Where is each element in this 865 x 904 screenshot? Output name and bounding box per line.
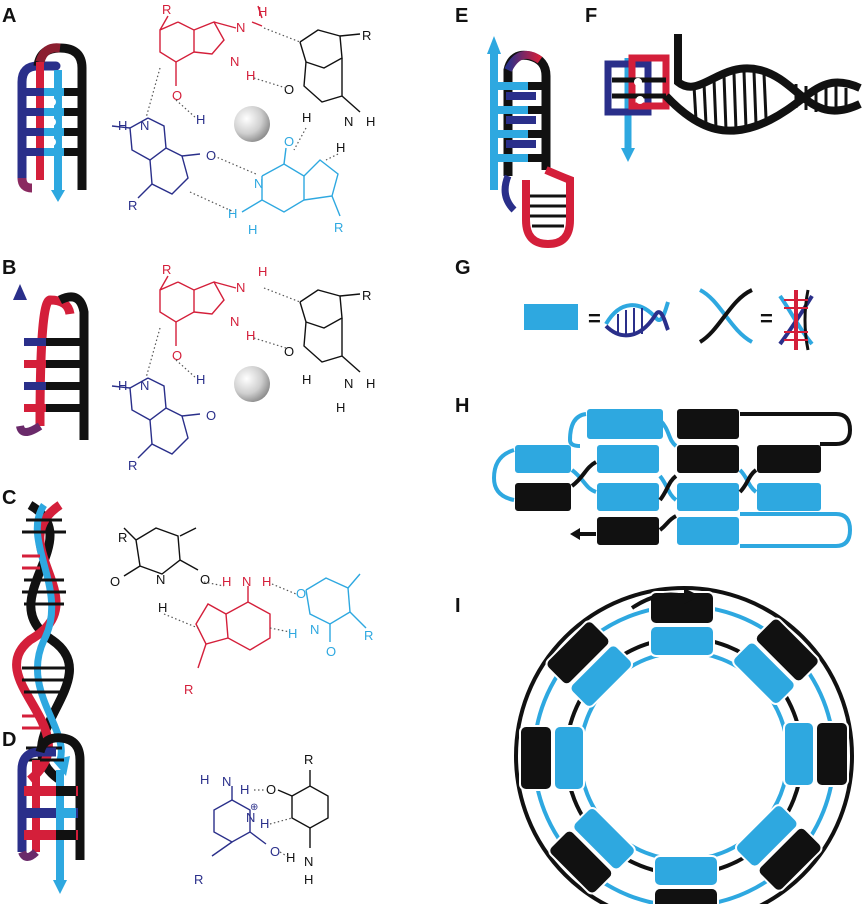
imotif-d-cartoon [17,733,85,894]
atom-o: O [206,148,216,163]
legend-g: = = [524,288,814,351]
atom-h: H [258,264,267,279]
panel-label-d: D [2,729,16,751]
legend-equals: = [760,306,773,331]
cation-sphere [234,106,270,142]
legend-crossover [698,288,754,344]
atom-n: N [236,280,245,295]
quadruplex-duplex-f-cartoon [604,34,862,162]
atom-r: R [304,752,313,767]
atom-r: R [162,262,171,277]
atom-o: O [284,134,294,149]
g-triad-b: R N H H O N R O H N H H H N H O R [111,262,375,473]
atom-o: O [200,572,210,587]
atom-h: H [288,626,297,641]
quadruplex-duplex-e-cartoon [487,36,574,249]
atom-h: H [228,206,237,221]
atom-h: H [302,110,311,125]
atom-r: R [364,628,373,643]
atom-r: R [194,872,203,887]
atom-o: O [206,408,216,423]
atom-o: O [172,348,182,363]
protonation-sign: ⊕ [250,802,258,813]
panel-label-f: F [585,5,597,27]
atom-r: R [128,198,137,213]
atom-o: O [266,782,276,797]
atom-h: H [302,372,311,387]
atom-h: H [200,772,209,787]
atom-n: N [222,774,231,789]
atom-n: N [140,378,149,393]
atom-h: H [118,378,127,393]
atom-h: H [118,118,127,133]
atom-h: H [248,222,257,237]
atom-h: H [304,872,313,887]
atom-o: O [284,344,294,359]
atom-o: O [296,586,306,601]
legend-equals: = [588,306,601,331]
quadruplex-a-cartoon [17,43,87,202]
atom-n: N [304,854,313,869]
atom-n: N [310,622,319,637]
hemiprotonated-cc-d: H N H N ⊕ H O R R O H N H [194,752,329,887]
atom-r: R [162,2,171,17]
cation-sphere [234,366,270,402]
atom-r: R [362,28,371,43]
atom-n: N [242,574,251,589]
g-tetrad-a: R N H H O N R O H N H H H N H O [111,2,375,237]
atom-n: N [344,114,353,129]
atom-n: N [140,118,149,133]
legend-duplex-helix [604,301,670,338]
atom-h: H [240,782,249,797]
atom-h: H [222,574,231,589]
atom-h: H [196,112,205,127]
atom-n: N [344,376,353,391]
atom-o: O [284,82,294,97]
atom-h: H [246,68,255,83]
atom-n: N [156,572,165,587]
atom-h: H [158,600,167,615]
legend-duplex-block [524,304,578,330]
panel-label-i: I [455,595,461,617]
atom-r: R [118,530,127,545]
atom-r: R [128,458,137,473]
atom-h: H [246,328,255,343]
base-triplet-c: R O O N H H N H R O H N O R [110,527,373,697]
atom-r: R [184,682,193,697]
atom-h: H [196,372,205,387]
atom-n: N [254,176,263,191]
panel-label-g: G [455,257,471,279]
atom-o: O [270,844,280,859]
panel-label-b: B [2,257,16,279]
panel-label-c: C [2,487,16,509]
atom-h: H [260,816,269,831]
panel-label-e: E [455,5,468,27]
atom-h: H [286,850,295,865]
atom-n: N [236,20,245,35]
atom-h: H [258,4,267,19]
atom-r: R [362,288,371,303]
quadruplex-b-cartoon [13,284,89,440]
legend-holliday-junction [778,289,814,351]
atom-r: R [334,220,343,235]
atom-n: N [230,314,239,329]
atom-o: O [172,88,182,103]
panel-label-a: A [2,5,16,27]
atom-o: O [326,644,336,659]
dna-ring-i [514,586,854,904]
panel-label-h: H [455,395,469,417]
atom-n: N [230,54,239,69]
atom-h: H [366,114,375,129]
atom-h: H [262,574,271,589]
atom-o: O [110,574,120,589]
atom-h: H [336,140,345,155]
atom-h: H [366,376,375,391]
dx-tile-h [491,407,853,548]
atom-h: H [336,400,345,415]
atom-n: N [246,810,255,825]
